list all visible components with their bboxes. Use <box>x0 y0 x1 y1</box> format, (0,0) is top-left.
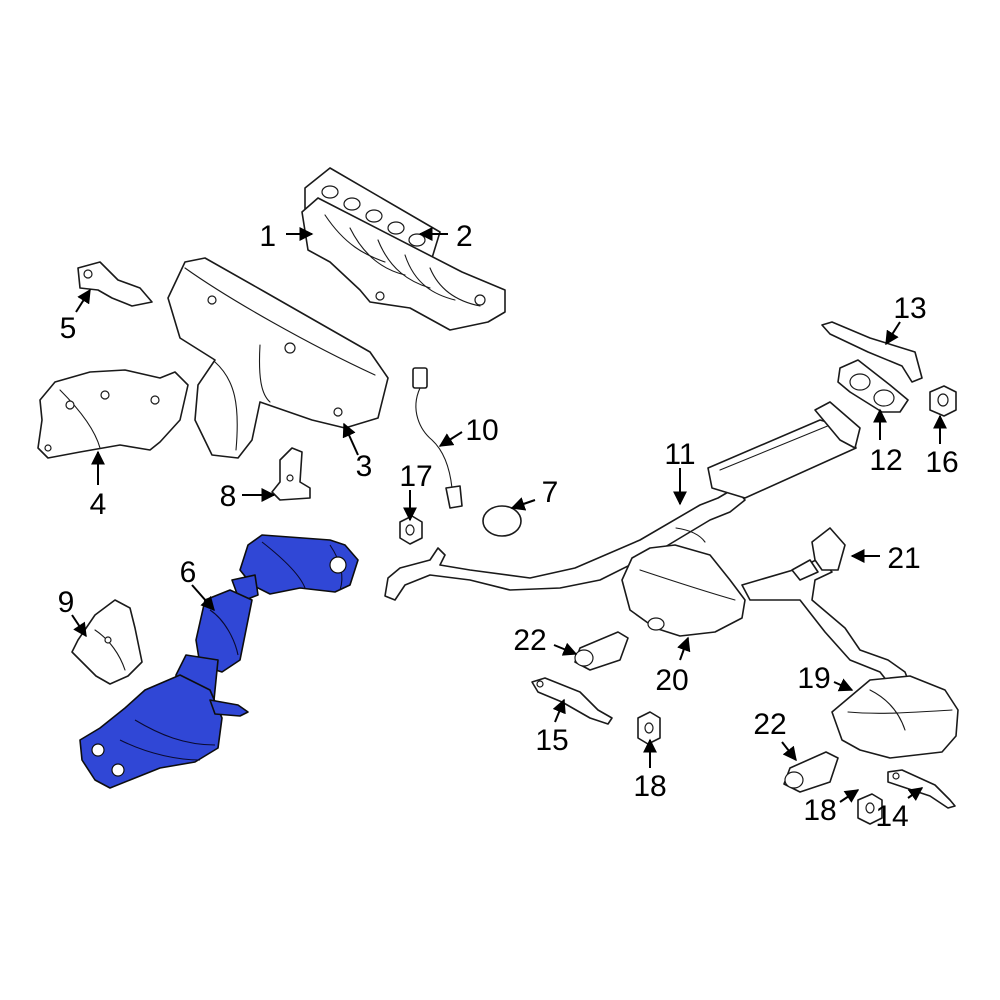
part-12-flange-gasket[interactable] <box>837 359 909 413</box>
part-19-rear-muffler[interactable] <box>831 675 959 759</box>
callout-leaders <box>71 227 947 803</box>
part-18-rubber-mount-lower[interactable] <box>857 793 883 825</box>
callout-17: 17 <box>399 460 432 493</box>
callout-18a: 18 <box>633 770 666 803</box>
callout-2: 2 <box>456 220 473 253</box>
leader-18b <box>839 789 860 803</box>
leader-20 <box>677 636 691 661</box>
part-7-gasket-ring[interactable] <box>482 505 522 537</box>
callout-12: 12 <box>869 444 902 477</box>
leader-13 <box>885 321 901 346</box>
part-6-catalytic-converter[interactable] <box>79 534 359 789</box>
part-16-rubber-mount[interactable] <box>929 385 957 417</box>
leader-5 <box>75 288 91 313</box>
leader-10 <box>438 431 463 447</box>
callout-11: 11 <box>664 438 695 471</box>
callout-7: 7 <box>542 476 559 509</box>
part-5-bracket[interactable] <box>77 261 153 307</box>
callout-14: 14 <box>875 800 908 833</box>
callout-13: 13 <box>893 292 926 325</box>
part-20-muffler[interactable] <box>621 544 746 637</box>
leader-14 <box>907 787 924 802</box>
callout-8: 8 <box>220 480 237 513</box>
callout-10: 10 <box>465 414 498 447</box>
callout-16: 16 <box>925 446 958 479</box>
leader-6 <box>191 584 215 612</box>
part-21-bracket[interactable] <box>811 527 846 571</box>
callout-21: 21 <box>887 542 920 575</box>
leader-22a <box>553 642 578 656</box>
callout-20: 20 <box>655 664 688 697</box>
callout-6: 6 <box>180 556 197 589</box>
leader-15 <box>552 698 566 723</box>
callout-5: 5 <box>60 312 77 345</box>
part-13-bracket[interactable] <box>821 321 923 383</box>
part-15-hanger-bracket[interactable] <box>531 677 613 725</box>
leader-7 <box>510 497 536 511</box>
callout-labels: 1 2 3 4 5 6 7 8 9 10 11 12 13 14 15 16 1… <box>58 220 959 833</box>
part-22-exhaust-tip-lower[interactable] <box>783 751 839 793</box>
part-9-heat-shield[interactable] <box>71 599 143 685</box>
part-18-rubber-mount-upper[interactable] <box>637 711 661 745</box>
callout-22b: 22 <box>753 708 786 741</box>
callout-9: 9 <box>58 586 75 619</box>
leader-9 <box>71 614 87 638</box>
callout-4: 4 <box>90 488 107 521</box>
part-22-exhaust-tip-upper[interactable] <box>574 631 629 671</box>
callout-3: 3 <box>356 450 373 483</box>
callout-1: 1 <box>259 220 276 253</box>
part-17-rubber-mount[interactable] <box>399 515 423 545</box>
part-1-exhaust-manifold[interactable] <box>301 197 506 331</box>
part-8-bracket[interactable] <box>271 447 311 501</box>
part-3-manifold-heat-shield[interactable] <box>167 257 389 459</box>
callout-18b: 18 <box>803 794 836 827</box>
leader-3 <box>342 422 359 456</box>
part-11-intermediate-pipe-resonator[interactable] <box>384 401 861 601</box>
callout-19: 19 <box>797 662 830 695</box>
leader-22b <box>781 741 797 762</box>
leader-19 <box>833 678 854 692</box>
callout-15: 15 <box>535 724 568 757</box>
part-4-heat-shield[interactable] <box>37 369 189 459</box>
callout-22a: 22 <box>513 624 546 657</box>
part-10-oxygen-sensor[interactable] <box>412 367 463 509</box>
part-2-exhaust-manifold-gasket[interactable] <box>304 167 441 259</box>
